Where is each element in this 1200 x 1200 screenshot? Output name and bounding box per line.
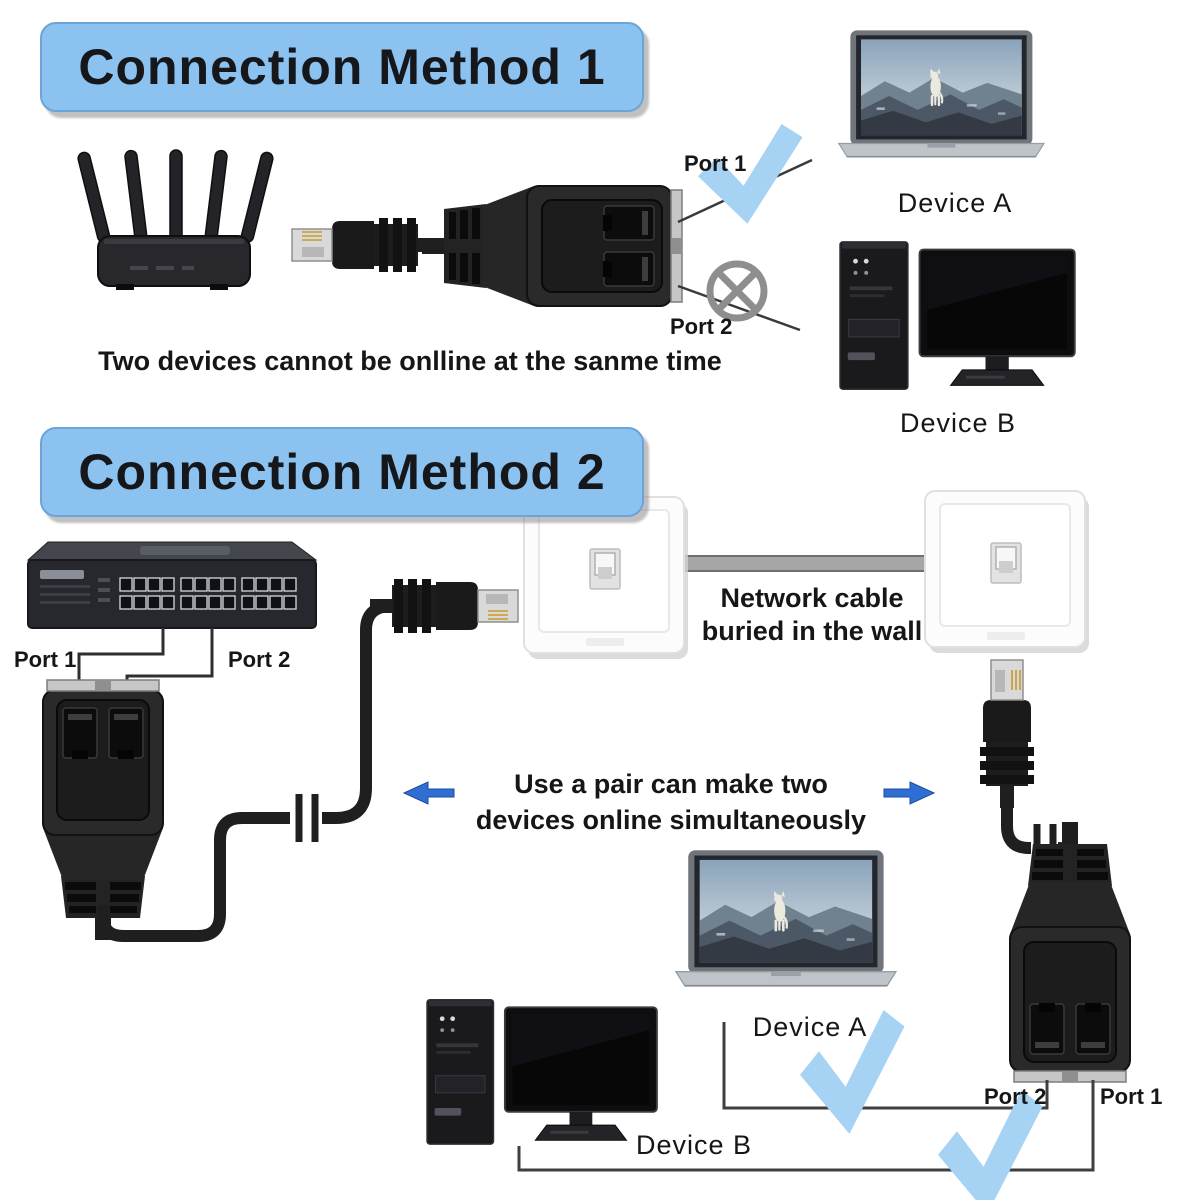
- deny-circle-icon: [706, 260, 768, 322]
- splitter-method2-right: [1009, 821, 1131, 1083]
- desktop-device-b-method2: [426, 998, 658, 1146]
- wall-note-line1: Network cable: [720, 583, 904, 613]
- method1-title-text: Connection Method 1: [78, 39, 606, 95]
- laptop-device-a-method2: [674, 848, 898, 988]
- rj45-plug-to-right-wallplate: [979, 659, 1035, 809]
- m1-device-b-label: Device B: [899, 408, 1017, 438]
- blue-arrow-left-icon: [402, 781, 455, 805]
- m2-splitter-port2-label: Port 2: [984, 1084, 1047, 1109]
- splitter-to-device-lines: [517, 1022, 1095, 1172]
- method2-title: Connection Method 2: [40, 427, 644, 517]
- router-5-antennas: [77, 149, 274, 290]
- center-note-line2: devices online simultaneously: [475, 805, 867, 835]
- m1-port1-label: Port 1: [684, 151, 747, 176]
- method1-title: Connection Method 1: [40, 22, 644, 112]
- m1-caption: Two devices cannot be onlline at the san…: [98, 346, 722, 376]
- m2-device-b-label: Device B: [635, 1130, 753, 1160]
- m2-switch-port2-label: Port 2: [228, 647, 291, 672]
- wall-note-line2: buried in the wall: [701, 616, 923, 646]
- splitter-method2-left: [42, 679, 164, 941]
- in-wall-cable-bar: [683, 555, 949, 572]
- network-switch: [26, 541, 318, 629]
- blue-arrow-right-icon: [883, 781, 936, 805]
- rj45-plug-to-left-wallplate: [369, 578, 519, 634]
- splitter-method1: [421, 185, 683, 307]
- center-note: Use a pair can make two devices online s…: [446, 766, 896, 838]
- switch-to-splitter-lines: [77, 628, 214, 684]
- wall-plate-left: [523, 496, 689, 660]
- m2-device-a-label: Device A: [752, 1012, 868, 1042]
- m2-switch-port1-label: Port 1: [14, 647, 77, 672]
- m1-device-a-label: Device A: [897, 188, 1013, 218]
- desktop-device-b-method1: [839, 240, 1076, 391]
- cable-break-symbol-left: [295, 794, 319, 842]
- wall-note: Network cable buried in the wall: [672, 582, 952, 648]
- center-note-line1: Use a pair can make two: [514, 769, 828, 799]
- method2-title-text: Connection Method 2: [78, 444, 606, 500]
- m2-splitter-port1-label: Port 1: [1100, 1084, 1163, 1109]
- m1-port2-label: Port 2: [670, 314, 733, 339]
- laptop-device-a-method1: [837, 29, 1046, 158]
- rj45-plug-method1: [291, 217, 441, 273]
